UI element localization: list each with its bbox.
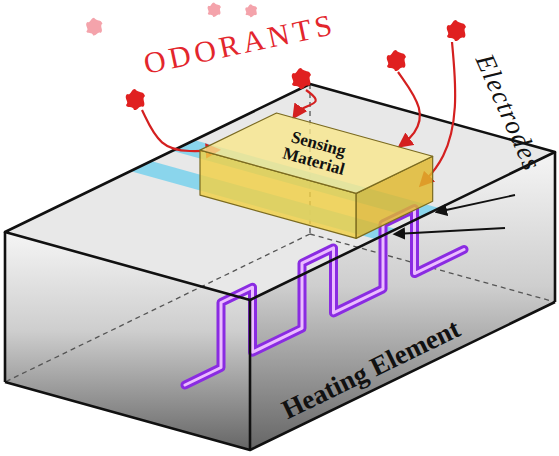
electrode-pointer <box>395 228 505 234</box>
sensing-material-block: Sensing Material <box>197 110 436 241</box>
block-shape <box>197 110 436 241</box>
substrate-top-face <box>5 84 555 300</box>
substrate-outline <box>5 84 555 450</box>
electrode-pointer <box>437 195 515 212</box>
block-top-face <box>200 113 433 193</box>
odorant-arrow <box>294 90 316 117</box>
odorants-title: ODORANTS <box>141 7 339 81</box>
odorant-arrow <box>142 110 218 151</box>
odorant-arrow <box>398 72 420 146</box>
